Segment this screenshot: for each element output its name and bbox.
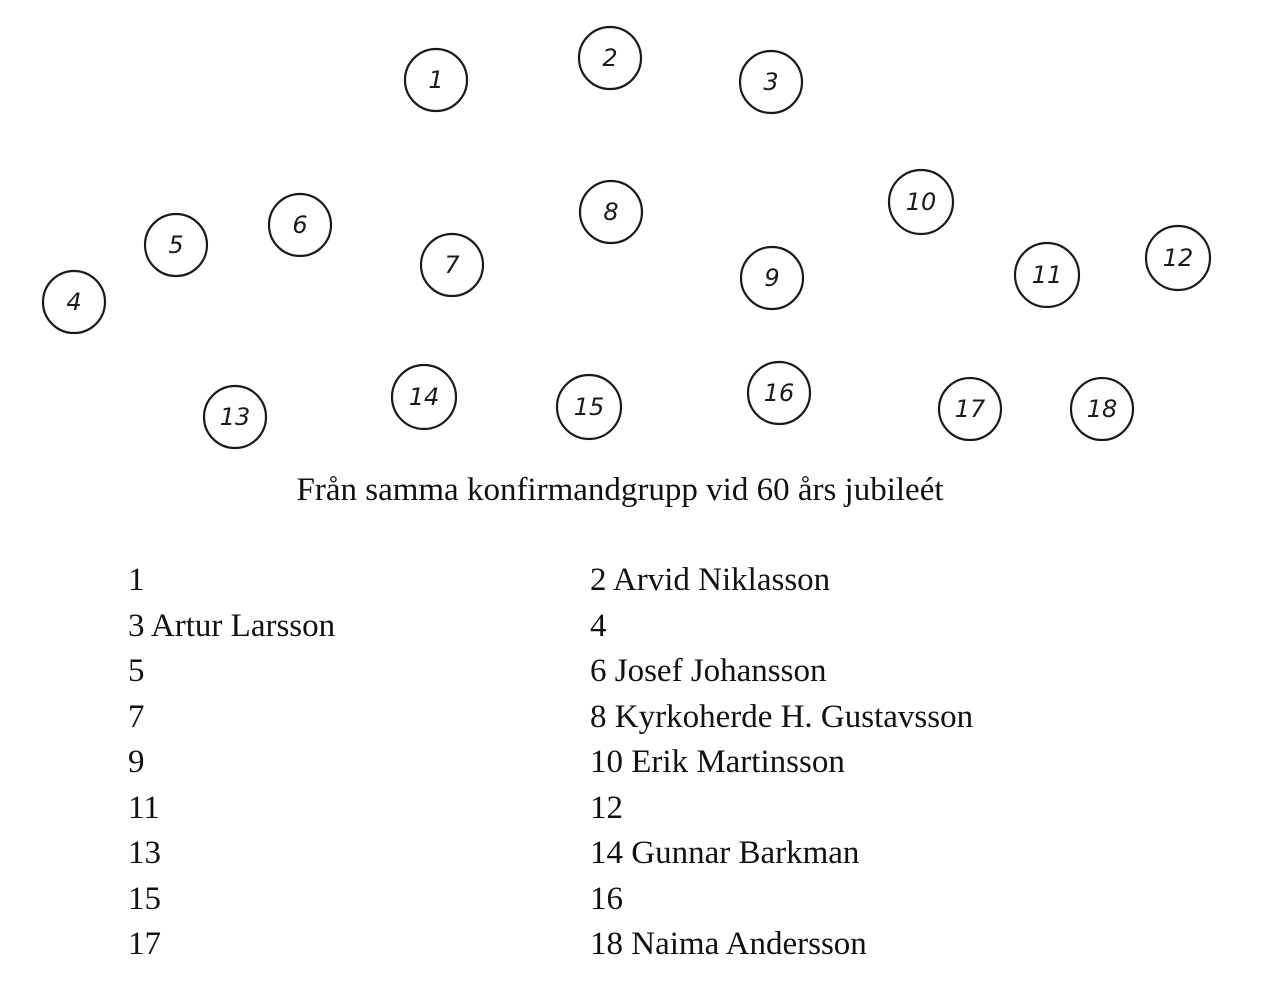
marker-4: 4 [41,269,107,335]
marker-label: 17 [955,395,986,423]
marker-10: 10 [887,168,955,236]
marker-label: 15 [574,393,605,421]
marker-label: 11 [1032,261,1063,289]
marker-1: 1 [403,47,469,113]
marker-9: 9 [739,245,805,311]
marker-label: 3 [763,68,778,96]
marker-label: 18 [1087,395,1118,423]
marker-15: 15 [555,373,623,441]
legend-right-column: 2 Arvid Niklasson 4 6 Josef Johansson 8 … [590,558,973,968]
marker-6: 6 [267,192,333,258]
marker-11: 11 [1013,241,1081,309]
marker-label: 2 [602,44,617,72]
legend-entry: 14 Gunnar Barkman [590,835,860,871]
marker-14: 14 [390,363,458,431]
marker-label: 7 [444,251,460,279]
marker-3: 3 [738,49,804,115]
marker-label: 8 [603,198,618,226]
marker-17: 17 [937,376,1003,442]
marker-label: 12 [1163,244,1194,272]
marker-16: 16 [746,360,812,426]
legend-entry: 11 [128,789,160,826]
marker-label: 13 [220,403,251,431]
marker-label: 16 [764,379,795,407]
marker-label: 10 [906,188,937,216]
legend-entry: 6 Josef Johansson [590,653,827,689]
marker-label: 14 [409,383,440,411]
position-diagram: 1 2 3 4 5 6 7 8 9 10 11 12 13 14 15 16 1… [41,25,1212,450]
marker-7: 7 [419,232,485,298]
legend-entry: 18 Naima Andersson [590,926,867,962]
marker-18: 18 [1069,376,1135,442]
legend-entry: 15 [128,880,161,917]
legend-entry: 17 [128,926,161,962]
marker-label: 6 [292,211,307,239]
legend-left-column: 1 3 Artur Larsson 5 7 9 11 13 15 17 [128,558,335,968]
marker-label: 4 [66,288,81,316]
legend-entry: 10 Erik Martinsson [590,744,845,780]
marker-label: 5 [168,231,183,259]
legend-entry: 3 Artur Larsson [128,607,336,644]
legend-entry: 4 [590,607,607,644]
marker-label: 9 [764,264,779,292]
marker-label: 1 [428,66,443,94]
marker-12: 12 [1144,224,1212,292]
marker-2: 2 [577,25,643,91]
caption: Från samma konfirmandgrupp vid 60 års ju… [296,472,944,508]
legend-entry: 12 [590,789,623,826]
legend-entry: 9 [128,744,145,780]
legend-entry: 16 [590,880,623,917]
marker-8: 8 [578,179,644,245]
marker-13: 13 [202,384,268,450]
legend-entry: 13 [128,835,161,871]
legend-entry: 8 Kyrkoherde H. Gustavsson [590,698,974,735]
legend-entry: 2 Arvid Niklasson [590,562,831,598]
legend-entry: 1 [128,562,145,598]
marker-5: 5 [143,212,209,278]
legend-entry: 7 [128,698,145,735]
legend-entry: 5 [128,653,145,689]
